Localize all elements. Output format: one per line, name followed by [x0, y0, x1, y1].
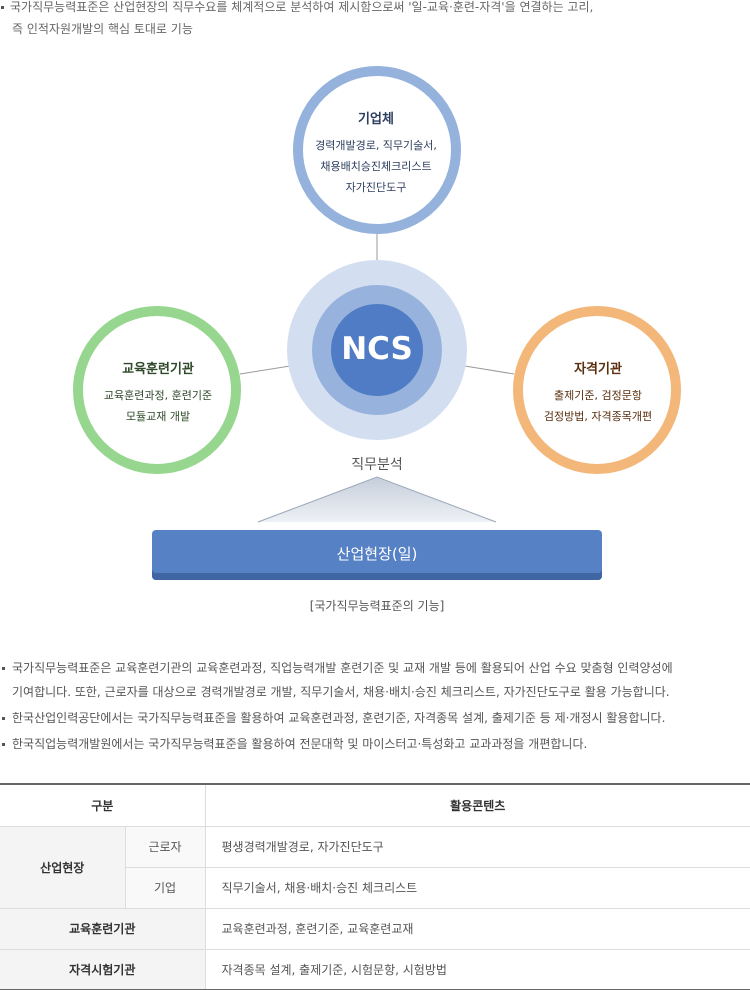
- intro-line-1: 국가직무능력표준은 산업현장의 직무수요를 체계적으로 분석하여 제시함으로써 …: [10, 0, 594, 14]
- certification-desc-line: 출제기준, 검정문항: [554, 389, 642, 402]
- certification-desc-line: 검정방법, 자격종목개편: [543, 410, 653, 423]
- company-desc-line: 채용배치승진체크리스트: [320, 160, 432, 173]
- bullet-icon: [2, 717, 5, 720]
- intro-paragraph: 국가직무능력표준은 산업현장의 직무수요를 체계적으로 분석하여 제시함으로써 …: [0, 0, 750, 40]
- analysis-triangle-outline: [257, 476, 497, 523]
- certification-desc: 출제기준, 검정문항 검정방법, 자격종목개편: [518, 385, 678, 427]
- education-title: 교육훈련기관: [122, 362, 194, 377]
- usage-bullet-list: 국가직무능력표준은 교육훈련기관의 교육훈련과정, 직업능력개발 훈련기준 및 …: [0, 656, 750, 758]
- industry-site-bar: 산업현장(일): [152, 530, 602, 580]
- table-header-row: 구분 활용콘텐츠: [0, 783, 750, 827]
- list-item: 한국직업능력개발원에서는 국가직무능력표준을 활용하여 전문대학 및 마이스터고…: [0, 732, 750, 756]
- table-row: 자격시험기관 자격종목 설계, 출제기준, 시험문항, 시험방법: [0, 949, 750, 990]
- company-desc-line: 자가진단도구: [345, 181, 407, 194]
- education-desc-line: 교육훈련과정, 훈련기준: [103, 389, 213, 402]
- bullet-icon: [2, 667, 5, 670]
- company-ring: [293, 66, 461, 234]
- table-cell-category: 교육훈련기관: [0, 908, 206, 950]
- table-cell-category: 산업현장: [0, 826, 126, 909]
- company-node: 기업체 경력개발경로, 직무기술서, 채용배치승진체크리스트 자가진단도구: [301, 108, 451, 198]
- table-cell-content: 직무기술서, 채용·배치·승진 체크리스트: [205, 867, 750, 909]
- connector-line-education: [239, 365, 291, 375]
- certification-ring: [513, 306, 681, 474]
- list-item: 국가직무능력표준은 교육훈련기관의 교육훈련과정, 직업능력개발 훈련기준 및 …: [0, 656, 750, 704]
- table-cell-content: 평생경력개발경로, 자가진단도구: [205, 826, 750, 868]
- education-desc-line: 모듈교재 개발: [125, 410, 191, 423]
- connector-line-certification: [464, 365, 515, 375]
- education-desc: 교육훈련과정, 훈련기준 모듈교재 개발: [83, 385, 233, 427]
- usage-content-table: 구분 활용콘텐츠 산업현장 근로자 평생경력개발경로, 자가진단도구 기업 직무…: [0, 783, 750, 990]
- header-content: 활용콘텐츠: [205, 783, 750, 827]
- table-row: 기업 직무기술서, 채용·배치·승진 체크리스트: [0, 867, 750, 909]
- education-node: 교육훈련기관 교육훈련과정, 훈련기준 모듈교재 개발: [83, 358, 233, 427]
- bullet-icon: [2, 743, 5, 746]
- bullet-line: 기여합니다. 또한, 근로자를 대상으로 경력개발경로 개발, 직무기술서, 채…: [12, 685, 670, 699]
- bullet-line: 한국직업능력개발원에서는 국가직무능력표준을 활용하여 전문대학 및 마이스터고…: [12, 737, 588, 751]
- company-desc-line: 경력개발경로, 직무기술서,: [315, 139, 437, 152]
- table-row: 산업현장 근로자 평생경력개발경로, 자가진단도구: [0, 826, 750, 909]
- certification-title: 자격기관: [574, 362, 622, 377]
- ncs-center-label: NCS: [341, 331, 413, 367]
- certification-node: 자격기관 출제기준, 검정문항 검정방법, 자격종목개편: [518, 358, 678, 427]
- bullet-icon: [1, 6, 4, 9]
- bullet-line: 한국산업인력공단에서는 국가직무능력표준을 활용하여 교육훈련과정, 훈련기준,…: [12, 711, 666, 725]
- company-title: 기업체: [358, 112, 394, 127]
- table-cell-category: 자격시험기관: [0, 949, 206, 990]
- education-ring: [73, 306, 241, 474]
- bullet-line: 국가직무능력표준은 교육훈련기관의 교육훈련과정, 직업능력개발 훈련기준 및 …: [12, 661, 673, 675]
- job-analysis-label: 직무분석: [351, 457, 403, 473]
- table-cell-content: 교육훈련과정, 훈련기준, 교육훈련교재: [205, 908, 750, 950]
- analysis-triangle: [258, 477, 496, 522]
- intro-line-2: 즉 인적자원개발의 핵심 토대로 기능: [12, 22, 193, 36]
- diagram-caption: [국가직무능력표준의 기능]: [309, 599, 445, 613]
- table-row: 교육훈련기관 교육훈련과정, 훈련기준, 교육훈련교재: [0, 908, 750, 950]
- header-category: 구분: [0, 783, 206, 827]
- list-item: 한국산업인력공단에서는 국가직무능력표준을 활용하여 교육훈련과정, 훈련기준,…: [0, 706, 750, 730]
- table-cell-sub: 근로자: [125, 826, 206, 868]
- ncs-function-diagram: [73, 66, 681, 523]
- table-cell-sub: 기업: [125, 867, 206, 909]
- company-desc: 경력개발경로, 직무기술서, 채용배치승진체크리스트 자가진단도구: [301, 135, 451, 198]
- ncs-inner-circle: [331, 304, 423, 396]
- table-cell-content: 자격종목 설계, 출제기준, 시험문항, 시험방법: [205, 949, 750, 990]
